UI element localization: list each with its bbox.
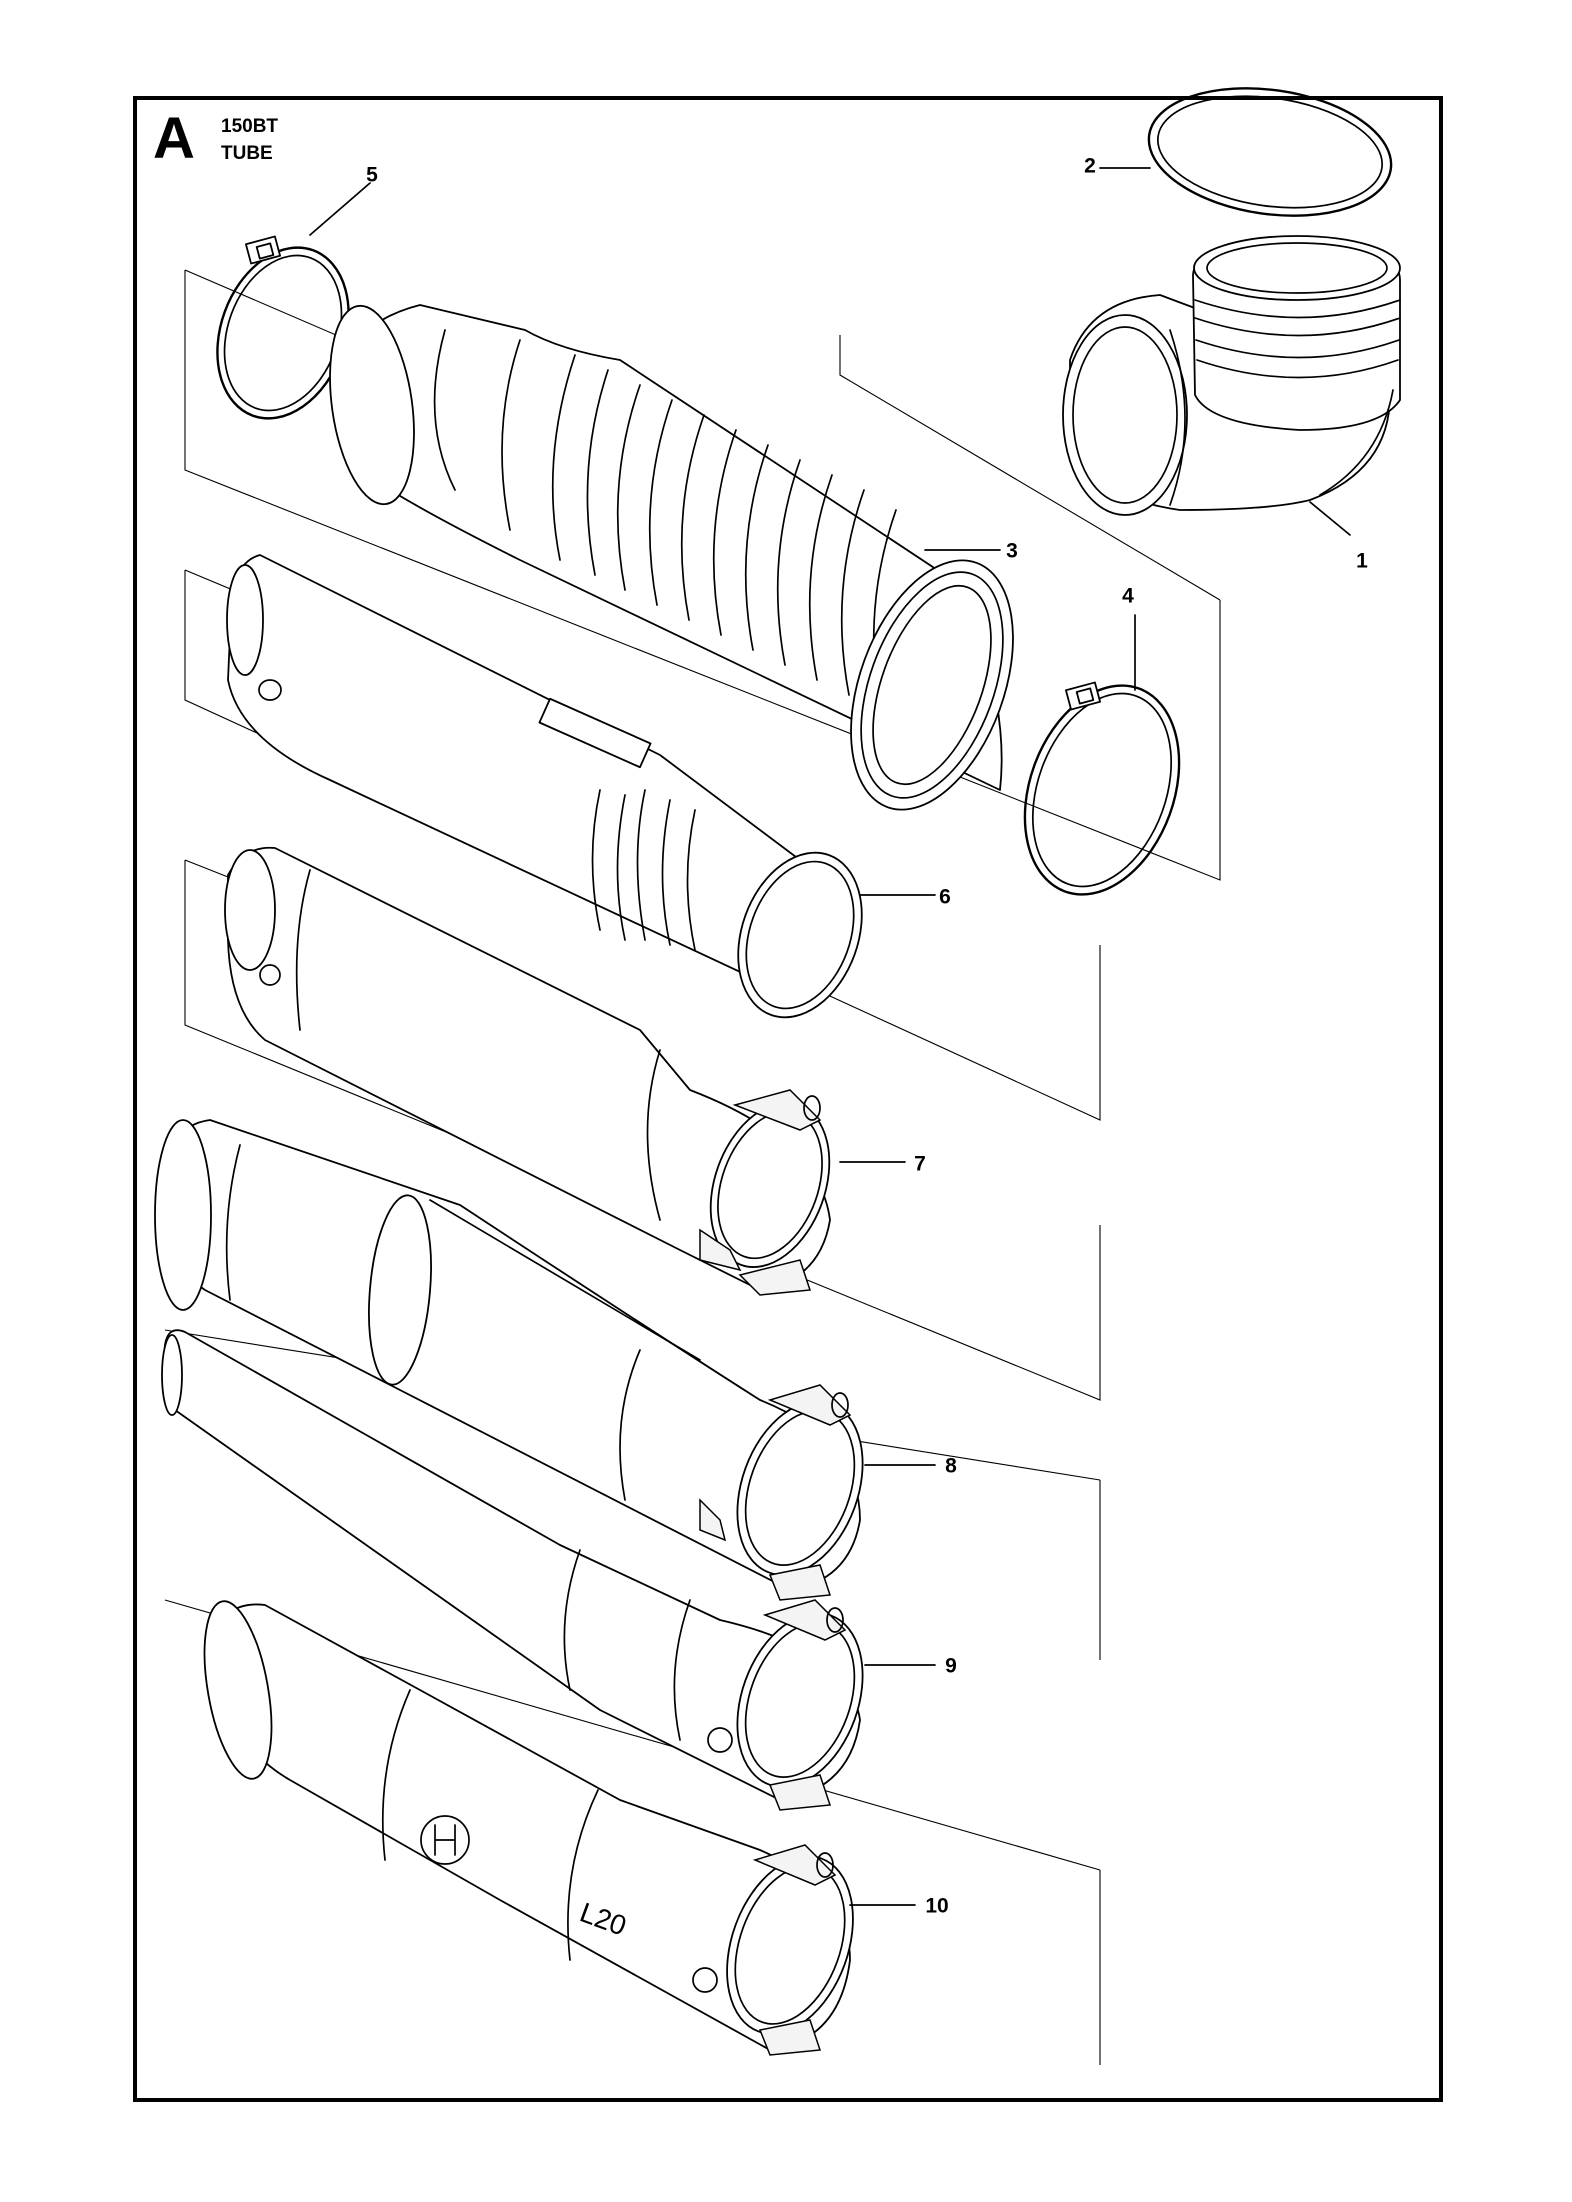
part-2-o-ring: [1147, 87, 1393, 217]
callout-part-8: 8: [945, 1454, 957, 1478]
part-7-tube: [224, 846, 831, 1296]
leader-lines: [309, 167, 1351, 1906]
group-title: TUBE: [221, 143, 273, 164]
part-4-hose-clamp: [1023, 681, 1181, 896]
brand-logo-icon: [420, 1815, 470, 1865]
part-3-bellows: [329, 304, 1014, 811]
part-10-nozzle: L20: [203, 1600, 854, 2056]
part-8-tube: [154, 1119, 864, 1601]
callout-part-9: 9: [945, 1654, 957, 1678]
section-letter: A: [153, 106, 195, 171]
part-1-elbow: [1062, 235, 1401, 516]
callout-part-7: 7: [914, 1152, 926, 1176]
callout-part-10: 10: [925, 1894, 949, 1918]
part-6-tube: [226, 554, 863, 1019]
callout-part-2: 2: [1084, 154, 1096, 178]
callout-part-1: 1: [1356, 549, 1368, 573]
callout-part-4: 4: [1122, 584, 1134, 608]
callout-part-3: 3: [1006, 539, 1018, 563]
part-9-nozzle: [161, 1329, 864, 1811]
callout-part-6: 6: [939, 885, 951, 909]
diagram-frame: [133, 96, 1443, 2102]
model-name: 150BT: [221, 116, 279, 137]
callout-part-5: 5: [366, 163, 378, 187]
